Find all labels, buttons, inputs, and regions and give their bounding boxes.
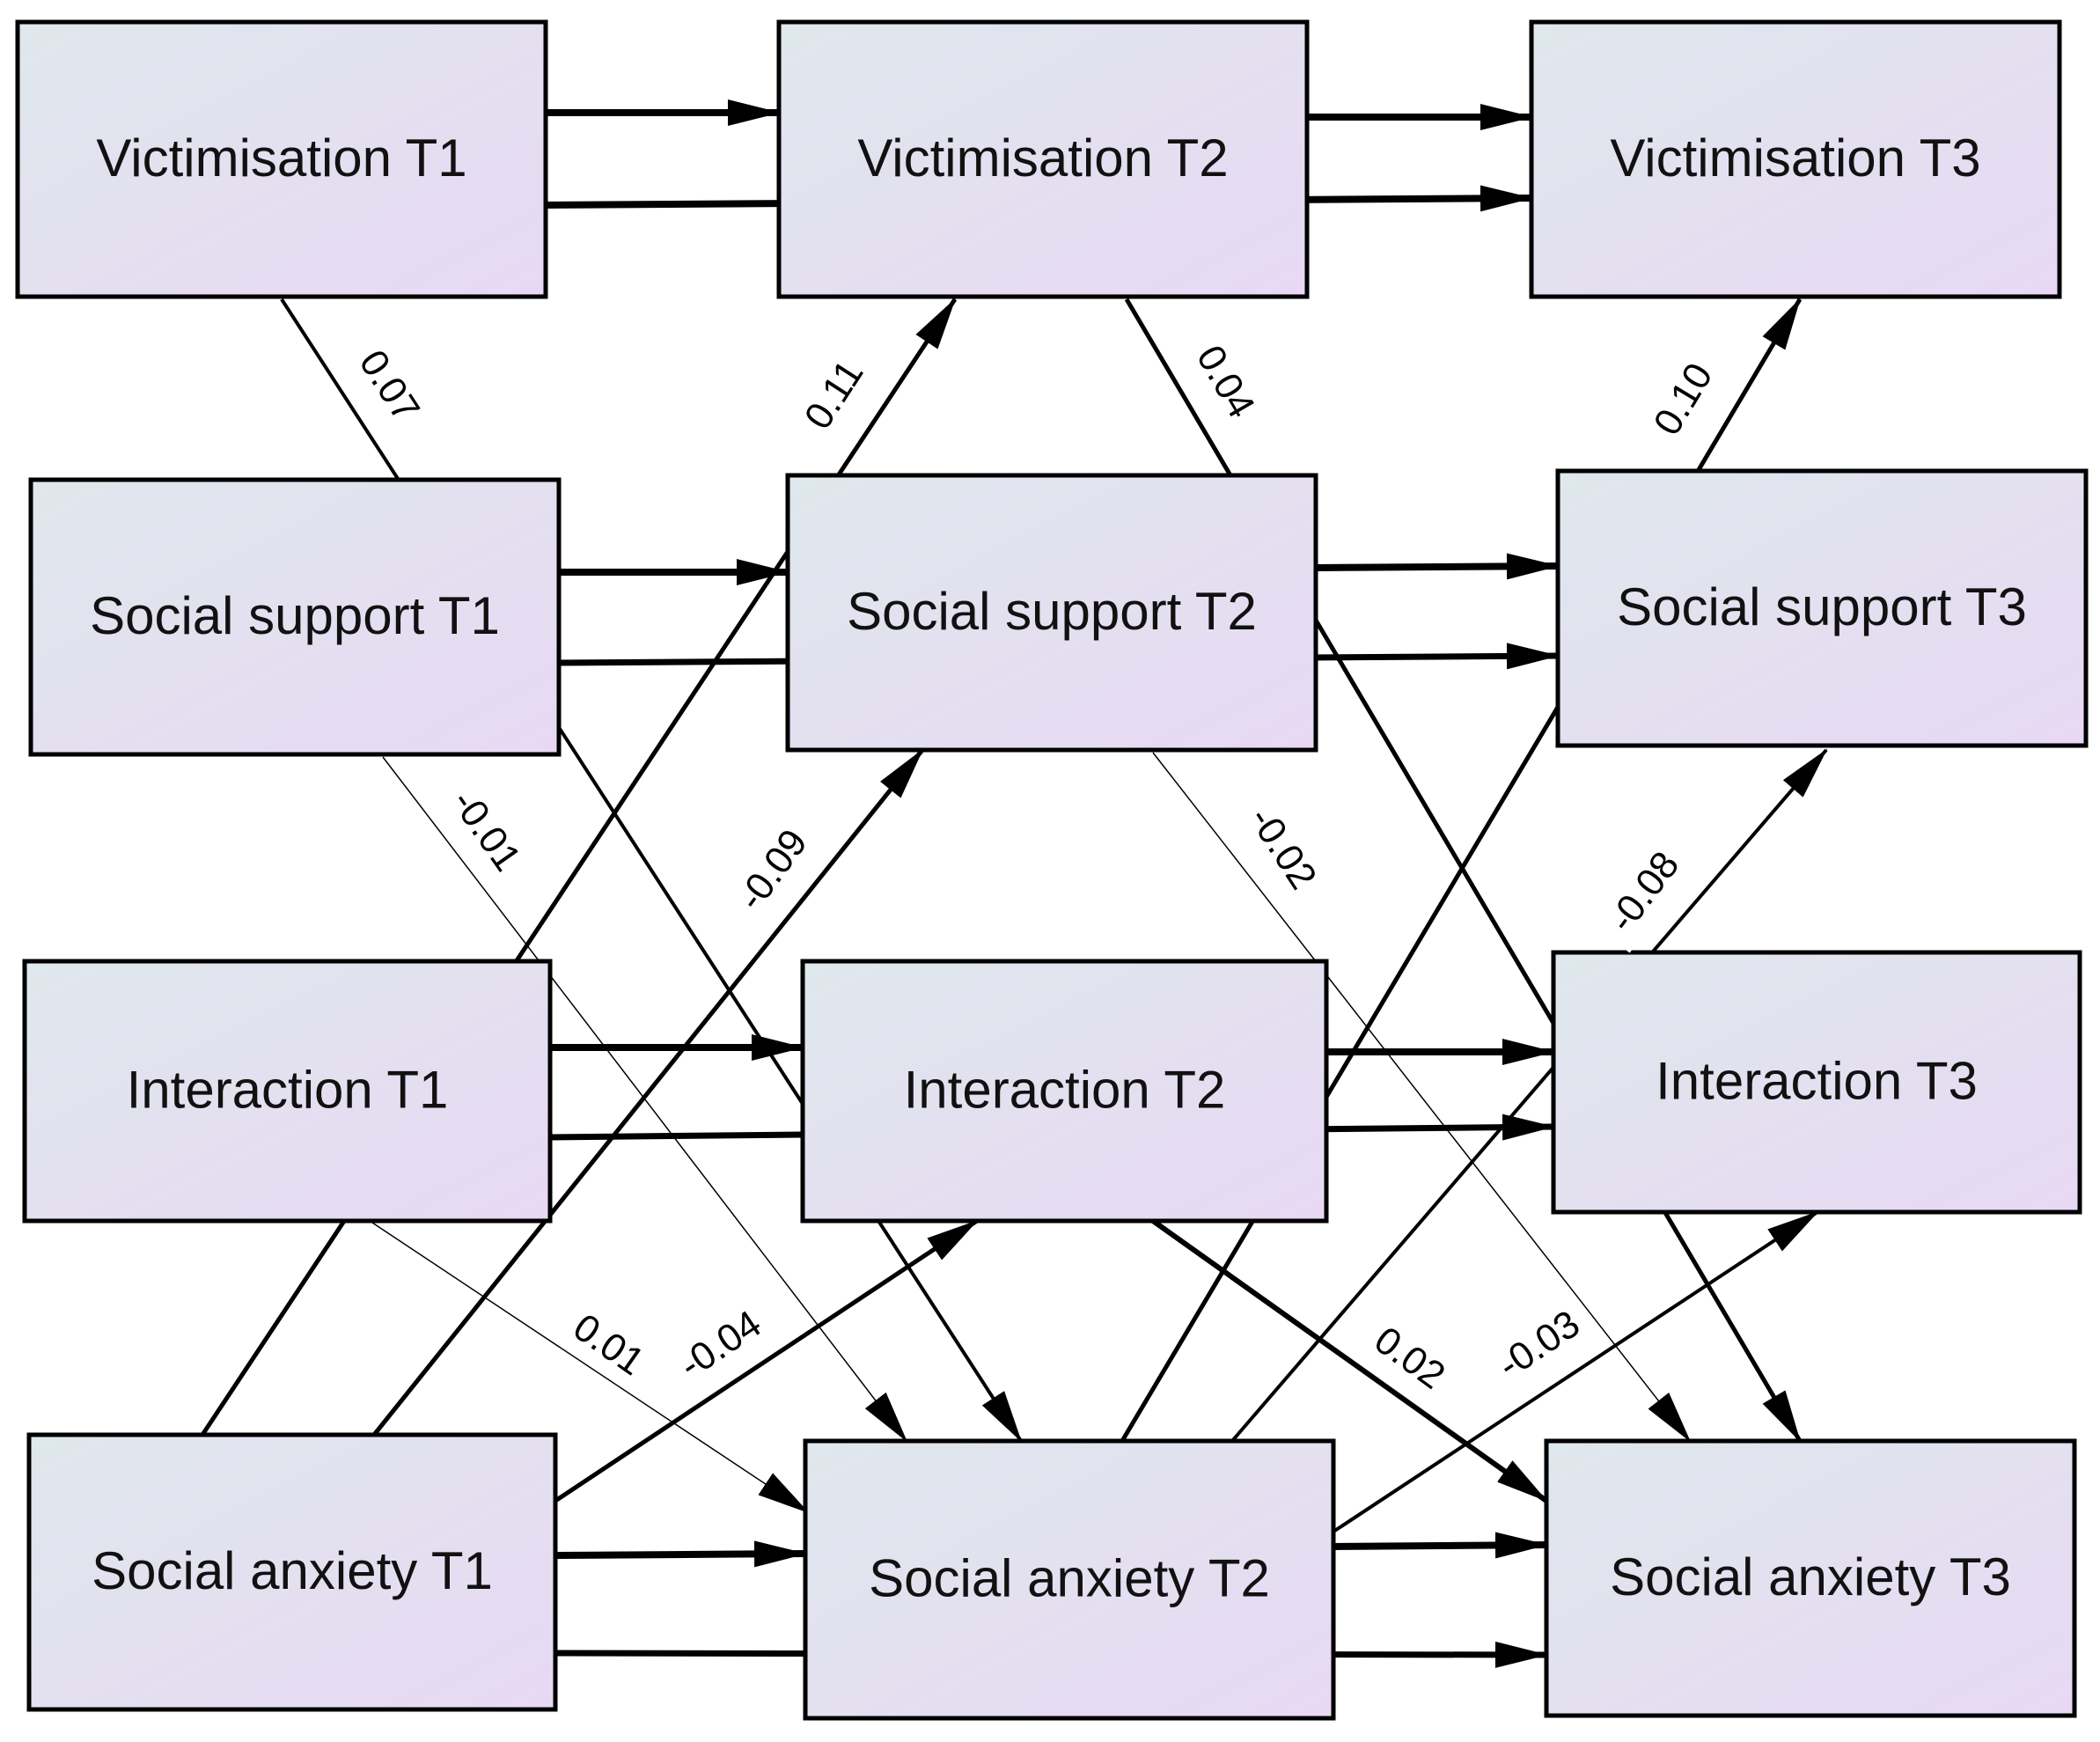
node-label: Social anxiety T3 (1610, 1547, 2011, 1606)
edge-label-background (1593, 834, 1699, 953)
edge-social-support-t2-to-social-anxiety-t3 (1152, 752, 1692, 1443)
node-box (15, 19, 548, 299)
node-box (1544, 1438, 2077, 1718)
edge-label-background (1480, 1296, 1601, 1398)
node-box (28, 477, 562, 757)
edge-label-background (1179, 331, 1267, 435)
edge-label-group: -0.01 (432, 771, 536, 893)
edge-label-group: 0.04 (1179, 331, 1267, 435)
node-box (776, 19, 1310, 299)
node-box (22, 959, 553, 1224)
node-interaction-t1: Interaction T1 (22, 959, 553, 1224)
node-social-anxiety-t1: Social anxiety T1 (26, 1432, 558, 1712)
node-label: Social support T2 (847, 582, 1257, 641)
edge-label-background (432, 771, 536, 893)
edge-social-support-t2-to-social-support-t3 (1315, 553, 1560, 580)
node-interaction-t2: Interaction T2 (800, 959, 1329, 1224)
edge-label-background (555, 1301, 659, 1393)
edge-label-background (791, 344, 881, 448)
edge-social-anxiety-t2-to-social-support-t3 (1230, 748, 1828, 1443)
edge-label-group: -0.03 (1480, 1296, 1601, 1398)
node-box (803, 1438, 1336, 1721)
edge-social-anxiety-t2-to-interaction-t3 (1332, 1210, 1819, 1533)
edge-social-anxiety-t1-to-social-anxiety-t2 (554, 1540, 807, 1568)
edge-label-group: -0.08 (1593, 834, 1699, 953)
node-interaction-t3: Interaction T3 (1551, 950, 2082, 1215)
node-label: Social anxiety T2 (869, 1548, 1270, 1607)
edge-social-anxiety-t1-to-victimisation-t2 (200, 298, 958, 1437)
edge-social-anxiety-t1-to-social-support-t2 (372, 748, 924, 1437)
edge-label-group: 0.07 (342, 335, 432, 439)
node-label: Social anxiety T1 (92, 1541, 493, 1600)
edge-interaction-t1-to-social-anxiety-t2 (369, 1220, 810, 1514)
node-label: Interaction T3 (1656, 1051, 1978, 1110)
node-box (800, 959, 1329, 1224)
edge-label-background (661, 1296, 782, 1398)
node-box (785, 473, 1318, 753)
node-social-anxiety-t2: Social anxiety T2 (803, 1438, 1336, 1721)
node-victimisation-t1: Victimisation T1 (15, 19, 548, 299)
node-box (26, 1432, 558, 1712)
edge-label-group: -0.02 (1230, 789, 1332, 910)
node-box (1551, 950, 2082, 1215)
edge-social-anxiety-t1-to-interaction-t2 (554, 1218, 979, 1503)
node-label: Social support T3 (1617, 577, 2027, 636)
node-social-anxiety-t3: Social anxiety T3 (1544, 1438, 2077, 1718)
node-victimisation-t3: Victimisation T3 (1529, 19, 2062, 299)
edge-label-group: -0.09 (722, 812, 827, 931)
node-label: Victimisation T2 (857, 129, 1228, 187)
edge-social-anxiety-t2-to-social-anxiety-t3 (1333, 1532, 1548, 1559)
edge-label-group: 0.11 (791, 344, 881, 448)
edge-label-group: 0.02 (1356, 1313, 1460, 1407)
node-social-support-t1: Social support T1 (28, 477, 562, 757)
edge-label-background (1641, 349, 1729, 452)
edge-label-background (1230, 789, 1332, 910)
edge-victimisation-t1-to-social-anxiety-t2 (280, 298, 1023, 1443)
edge-label-group: -0.04 (661, 1296, 782, 1398)
node-label: Social support T1 (90, 586, 500, 645)
node-label: Victimisation T3 (1610, 129, 1980, 187)
edge-label-background (722, 812, 827, 931)
node-social-support-t2: Social support T2 (785, 473, 1318, 753)
node-label: Interaction T1 (127, 1060, 449, 1119)
edge-interaction-t2-to-social-anxiety-t3 (1151, 1218, 1548, 1503)
node-box (1555, 468, 2089, 748)
node-social-support-t3: Social support T3 (1555, 468, 2089, 748)
nodes-layer: Victimisation T1 Victimisation T2 Victimis… (15, 19, 2089, 1721)
node-box (1529, 19, 2062, 299)
edges-layer (200, 99, 1828, 1668)
node-victimisation-t2: Victimisation T2 (776, 19, 1310, 299)
edge-label-background (342, 335, 432, 439)
node-label: Interaction T2 (904, 1060, 1226, 1119)
node-label: Victimisation T1 (96, 129, 466, 187)
edge-label-background (1356, 1313, 1460, 1407)
